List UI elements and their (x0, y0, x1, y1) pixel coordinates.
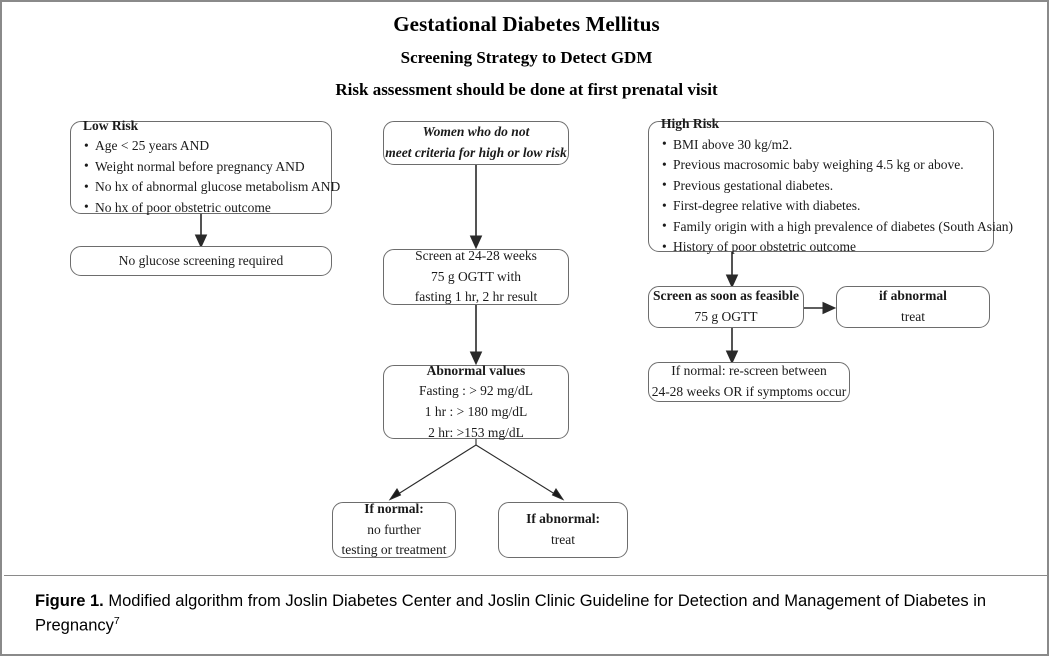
node-if-abnormal: If abnormal: treat (498, 502, 628, 558)
rescreen-line-1: If normal: re-screen between (671, 363, 827, 379)
list-item: No hx of abnormal glucose metabolism AND (83, 177, 340, 198)
low-risk-heading: Low Risk (83, 117, 139, 133)
middle-screen-line-1: Screen at 24-28 weeks (415, 248, 537, 264)
title-block: Gestational Diabetes Mellitus Screening … (2, 10, 1047, 102)
connector-low-risk-to-outcome (194, 214, 208, 249)
caption-text: Modified algorithm from Joslin Diabetes … (35, 592, 987, 635)
page-subtitle-2: Risk assessment should be done at first … (335, 80, 718, 100)
middle-screen-line-2: 75 g OGTT with (430, 268, 522, 284)
if-normal-line-1: no further (367, 521, 421, 537)
node-low-risk: Low Risk Age < 25 years AND Weight norma… (70, 118, 340, 217)
node-women-not-meeting-criteria: Women who do not meet criteria for high … (383, 121, 569, 165)
page-title: Gestational Diabetes Mellitus (393, 12, 660, 36)
list-item: Previous gestational diabetes. (661, 175, 981, 197)
high-risk-if-abnormal-line-1: treat (901, 309, 925, 324)
caption-label: Figure 1. (35, 592, 104, 610)
middle-entry-line-2: meet criteria for high or low risk (385, 145, 567, 160)
screen-asap-heading: Screen as soon as feasible (652, 288, 799, 304)
middle-entry-line-1: Women who do not (422, 124, 530, 140)
connector-abnormal-values-branch (388, 439, 565, 501)
if-normal-line-2: testing or treatment (341, 542, 447, 558)
middle-screen-line-3: fasting 1 hr, 2 hr result (414, 289, 538, 305)
node-high-risk-if-normal-rescreen: If normal: re-screen between 24-28 weeks… (648, 362, 850, 402)
connector-screen-asap-to-rescreen (725, 328, 739, 365)
list-item: No hx of poor obstetric outcome (83, 197, 319, 219)
high-risk-heading: High Risk (661, 116, 720, 132)
connector-high-risk-to-screen (725, 252, 739, 289)
caption-reference: 7 (113, 614, 120, 627)
abnormal-values-row: 1 hr : > 180 mg/dL (424, 404, 528, 419)
rescreen-line-2: 24-28 weeks OR if symptoms occur (651, 384, 847, 399)
list-item: First-degree relative with diabetes. (661, 196, 981, 217)
abnormal-values-row: Fasting : > 92 mg/dL (418, 383, 534, 399)
connector-entry-to-screen (469, 165, 483, 250)
caption-divider (4, 575, 1047, 576)
list-item: History of poor obstetric outcome (661, 237, 981, 258)
list-item: Age < 25 years AND (83, 136, 319, 157)
screen-asap-line-1: 75 g OGTT (694, 309, 758, 324)
low-risk-outcome-text: No glucose screening required (118, 252, 284, 268)
high-risk-bullets: BMI above 30 kg/m2. Previous macrosomic … (661, 134, 1013, 258)
node-screen-asap: Screen as soon as feasible 75 g OGTT (648, 286, 804, 328)
list-item: Family origin with a high prevalence of … (661, 216, 1013, 238)
figure-caption: Figure 1. Modified algorithm from Joslin… (35, 590, 1020, 638)
node-high-risk: High Risk BMI above 30 kg/m2. Previous m… (648, 116, 1013, 257)
node-screen-24-28-weeks: Screen at 24-28 weeks 75 g OGTT with fas… (383, 248, 569, 305)
node-no-glucose-screening: No glucose screening required (70, 246, 332, 276)
abnormal-values-heading: Abnormal values (426, 362, 526, 378)
node-abnormal-values: Abnormal values Fasting : > 92 mg/dL 1 h… (383, 363, 569, 440)
low-risk-bullets: Age < 25 years AND Weight normal before … (83, 136, 340, 219)
connector-screen-asap-to-if-abnormal (804, 301, 837, 315)
node-if-normal: If normal: no further testing or treatme… (332, 501, 456, 558)
connector-screen-to-abnormal-values (469, 305, 483, 366)
page-subtitle-1: Screening Strategy to Detect GDM (400, 48, 653, 68)
abnormal-values-row: 2 hr: >153 mg/dL (428, 424, 524, 440)
if-abnormal-line-1: treat (551, 532, 575, 547)
list-item: Weight normal before pregnancy AND (83, 156, 319, 178)
if-abnormal-heading: If abnormal: (526, 511, 600, 527)
list-item: Previous macrosomic baby weighing 4.5 kg… (661, 155, 981, 176)
node-high-risk-if-abnormal: if abnormal treat (836, 286, 990, 328)
if-normal-heading: If normal: (364, 501, 424, 517)
high-risk-if-abnormal-heading: if abnormal (879, 288, 947, 304)
list-item: BMI above 30 kg/m2. (661, 134, 981, 156)
